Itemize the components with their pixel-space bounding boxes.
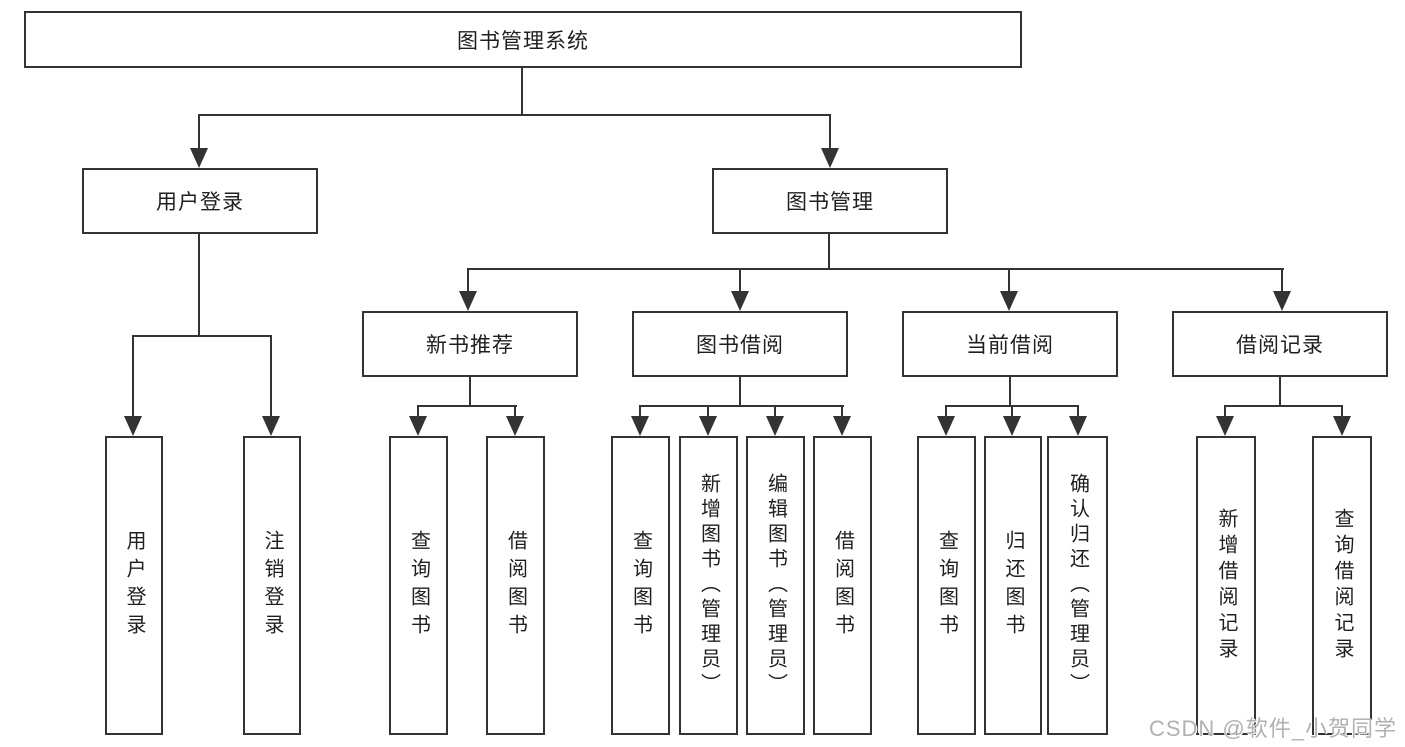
arrowhead-down-icon bbox=[1216, 416, 1234, 436]
leaf-edit-books-admin: 编辑图书（管理员） bbox=[746, 436, 805, 735]
node-book-management: 图书管理 bbox=[712, 168, 948, 234]
connector-line bbox=[739, 377, 741, 406]
connector-line bbox=[1077, 405, 1079, 418]
arrowhead-down-icon bbox=[833, 416, 851, 436]
connector-line bbox=[514, 405, 516, 418]
connector-line bbox=[774, 405, 776, 418]
connector-line bbox=[829, 114, 831, 150]
leaf-query-books-recommend: 查询图书 bbox=[389, 436, 448, 735]
leaf-user-login: 用户登录 bbox=[105, 436, 163, 735]
arrowhead-down-icon bbox=[631, 416, 649, 436]
connector-line bbox=[1011, 405, 1013, 418]
connector-line bbox=[1009, 377, 1011, 406]
connector-line bbox=[132, 335, 272, 337]
connector-line bbox=[945, 405, 947, 418]
leaf-return-books: 归还图书 bbox=[984, 436, 1042, 735]
arrowhead-down-icon bbox=[506, 416, 524, 436]
connector-line bbox=[198, 114, 831, 116]
arrowhead-down-icon bbox=[821, 148, 839, 168]
node-book-borrowing: 图书借阅 bbox=[632, 311, 848, 377]
connector-line bbox=[270, 335, 272, 418]
connector-line bbox=[1279, 377, 1281, 406]
leaf-query-borrow-record: 查询借阅记录 bbox=[1312, 436, 1372, 735]
leaf-add-books-admin: 新增图书（管理员） bbox=[679, 436, 738, 735]
connector-line bbox=[469, 377, 471, 406]
connector-line bbox=[828, 234, 830, 269]
leaf-query-books-borrowing: 查询图书 bbox=[611, 436, 670, 735]
arrowhead-down-icon bbox=[731, 291, 749, 311]
connector-line bbox=[1008, 268, 1010, 293]
connector-line bbox=[841, 405, 843, 418]
arrowhead-down-icon bbox=[262, 416, 280, 436]
node-user-login: 用户登录 bbox=[82, 168, 318, 234]
connector-line bbox=[739, 268, 741, 293]
arrowhead-down-icon bbox=[1273, 291, 1291, 311]
node-borrowing-records: 借阅记录 bbox=[1172, 311, 1388, 377]
arrowhead-down-icon bbox=[1000, 291, 1018, 311]
connector-line bbox=[1224, 405, 1226, 418]
connector-line bbox=[1341, 405, 1343, 418]
connector-line bbox=[467, 268, 1284, 270]
leaf-query-books-current: 查询图书 bbox=[917, 436, 976, 735]
connector-line bbox=[1224, 405, 1343, 407]
arrowhead-down-icon bbox=[409, 416, 427, 436]
connector-line bbox=[1281, 268, 1283, 293]
node-current-borrowing: 当前借阅 bbox=[902, 311, 1118, 377]
connector-line bbox=[417, 405, 517, 407]
arrowhead-down-icon bbox=[459, 291, 477, 311]
arrowhead-down-icon bbox=[699, 416, 717, 436]
leaf-add-borrow-record: 新增借阅记录 bbox=[1196, 436, 1256, 735]
connector-line bbox=[132, 335, 134, 418]
arrowhead-down-icon bbox=[1069, 416, 1087, 436]
connector-line bbox=[707, 405, 709, 418]
arrowhead-down-icon bbox=[1333, 416, 1351, 436]
node-root: 图书管理系统 bbox=[24, 11, 1022, 68]
arrowhead-down-icon bbox=[766, 416, 784, 436]
connector-line bbox=[521, 68, 523, 115]
connector-line bbox=[639, 405, 844, 407]
leaf-borrow-books-borrowing: 借阅图书 bbox=[813, 436, 872, 735]
watermark: CSDN @软件_小贺同学 bbox=[1148, 716, 1397, 741]
connector-line bbox=[417, 405, 419, 418]
connector-line bbox=[198, 114, 200, 150]
arrowhead-down-icon bbox=[937, 416, 955, 436]
connector-line bbox=[467, 268, 469, 293]
leaf-borrow-books-recommend: 借阅图书 bbox=[486, 436, 545, 735]
arrowhead-down-icon bbox=[190, 148, 208, 168]
connector-line bbox=[639, 405, 641, 418]
leaf-confirm-return-admin: 确认归还（管理员） bbox=[1047, 436, 1108, 735]
leaf-logout-login: 注销登录 bbox=[243, 436, 301, 735]
arrowhead-down-icon bbox=[124, 416, 142, 436]
connector-line bbox=[198, 234, 200, 336]
arrowhead-down-icon bbox=[1003, 416, 1021, 436]
node-new-book-recommend: 新书推荐 bbox=[362, 311, 578, 377]
